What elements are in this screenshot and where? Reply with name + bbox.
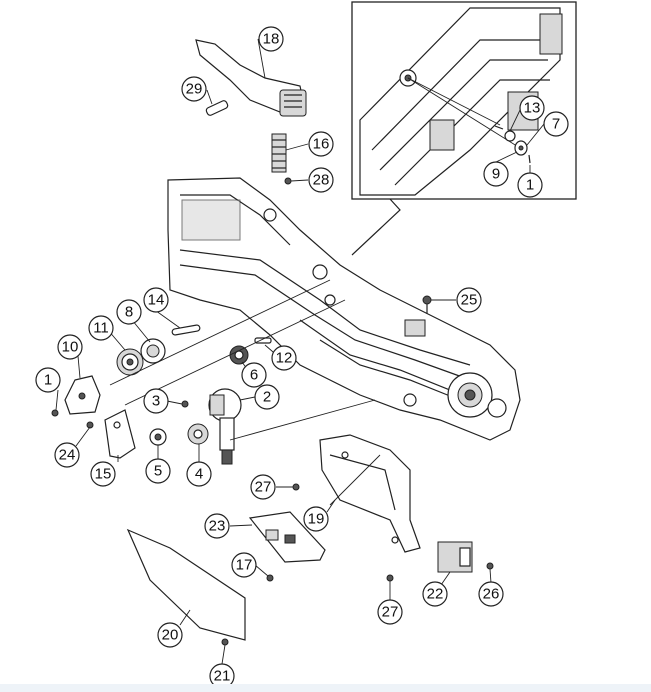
callout-5-label: 5 <box>154 463 162 480</box>
part-3-screw <box>181 400 189 408</box>
callout-23: 23 <box>204 513 230 539</box>
callout-27-lower: 27 <box>377 599 403 625</box>
callout-4: 4 <box>186 461 212 487</box>
callout-8: 8 <box>116 299 142 325</box>
part-14-shaft <box>171 324 201 336</box>
callout-11-label: 11 <box>93 320 109 337</box>
callout-18: 18 <box>258 26 284 52</box>
part-23-pcb <box>248 511 326 582</box>
callout-29: 29 <box>181 76 207 102</box>
callout-13-label: 13 <box>524 100 541 117</box>
callout-27-lower-label: 27 <box>382 604 399 621</box>
callout-16-label: 16 <box>313 136 330 153</box>
callout-16: 16 <box>308 131 334 157</box>
callout-27-upper-label: 27 <box>255 479 272 496</box>
callout-15-label: 15 <box>95 466 112 483</box>
feeder-body <box>167 177 521 441</box>
callout-23-label: 23 <box>209 518 226 535</box>
callout-17-label: 17 <box>236 557 253 574</box>
callout-12: 12 <box>271 345 297 371</box>
callout-3: 3 <box>143 388 169 414</box>
callout-1-label: 1 <box>44 372 52 389</box>
part-18-lever <box>195 39 307 117</box>
part-16-spring <box>271 133 287 173</box>
callout-20: 20 <box>157 622 183 648</box>
callout-15: 15 <box>90 461 116 487</box>
callout-22-label: 22 <box>427 586 444 603</box>
part-6-gear <box>229 345 249 365</box>
callout-19: 19 <box>303 506 329 532</box>
callout-10: 10 <box>57 334 83 360</box>
part-15-plate <box>86 409 136 459</box>
callout-28-label: 28 <box>313 172 330 189</box>
callout-27-upper: 27 <box>250 474 276 500</box>
callout-26: 26 <box>478 581 504 607</box>
part-20-cover <box>126 528 246 646</box>
callout-24-label: 24 <box>59 447 76 464</box>
callout-24: 24 <box>54 442 80 468</box>
callout-4-label: 4 <box>195 466 203 483</box>
callout-7: 7 <box>543 111 569 137</box>
callout-6: 6 <box>241 362 267 388</box>
part-27-screw <box>386 574 394 582</box>
part-28-screw <box>284 177 292 185</box>
bottom-band <box>0 684 651 692</box>
callout-29-label: 29 <box>186 81 203 98</box>
part-12-shaft <box>254 337 272 344</box>
callout-22: 22 <box>422 581 448 607</box>
callout-18-label: 18 <box>263 31 280 48</box>
callout-11: 11 <box>88 315 114 341</box>
part-11-gear <box>116 348 144 376</box>
callout-8-label: 8 <box>125 304 133 321</box>
callout-25: 25 <box>456 287 482 313</box>
callout-7-label: 7 <box>552 116 560 133</box>
callout-20-label: 20 <box>162 627 179 644</box>
part-2-motor <box>208 388 242 465</box>
callout-3-label: 3 <box>152 393 160 410</box>
callout-9: 9 <box>483 161 509 187</box>
part-8-gear <box>140 338 166 364</box>
callout-14-label: 14 <box>148 292 165 309</box>
callout-10-label: 10 <box>62 339 79 356</box>
callout-1-inset-label: 1 <box>526 177 534 194</box>
part-25-screw <box>422 295 432 314</box>
callout-19-label: 19 <box>308 511 325 528</box>
callout-9-label: 9 <box>492 166 500 183</box>
callout-28: 28 <box>308 167 334 193</box>
part-5-gear <box>149 428 167 446</box>
callout-2: 2 <box>254 384 280 410</box>
callout-1: 1 <box>35 367 61 393</box>
callout-12-label: 12 <box>276 350 293 367</box>
part-4-gear <box>187 423 209 445</box>
part-19-frame <box>292 434 421 553</box>
callout-13: 13 <box>519 95 545 121</box>
detail-inset <box>351 1 577 256</box>
callout-21: 21 <box>209 663 235 689</box>
callout-25-label: 25 <box>461 292 478 309</box>
callout-6-label: 6 <box>250 367 258 384</box>
part-22-block <box>437 541 494 573</box>
part-29-pin <box>205 100 229 116</box>
callout-14: 14 <box>143 287 169 313</box>
callout-5: 5 <box>145 458 171 484</box>
callout-26-label: 26 <box>483 586 500 603</box>
callout-17: 17 <box>231 552 257 578</box>
callout-21-label: 21 <box>214 668 231 685</box>
part-10-bracket <box>51 375 101 417</box>
callout-1-inset: 1 <box>517 172 543 198</box>
callout-2-label: 2 <box>263 389 271 406</box>
